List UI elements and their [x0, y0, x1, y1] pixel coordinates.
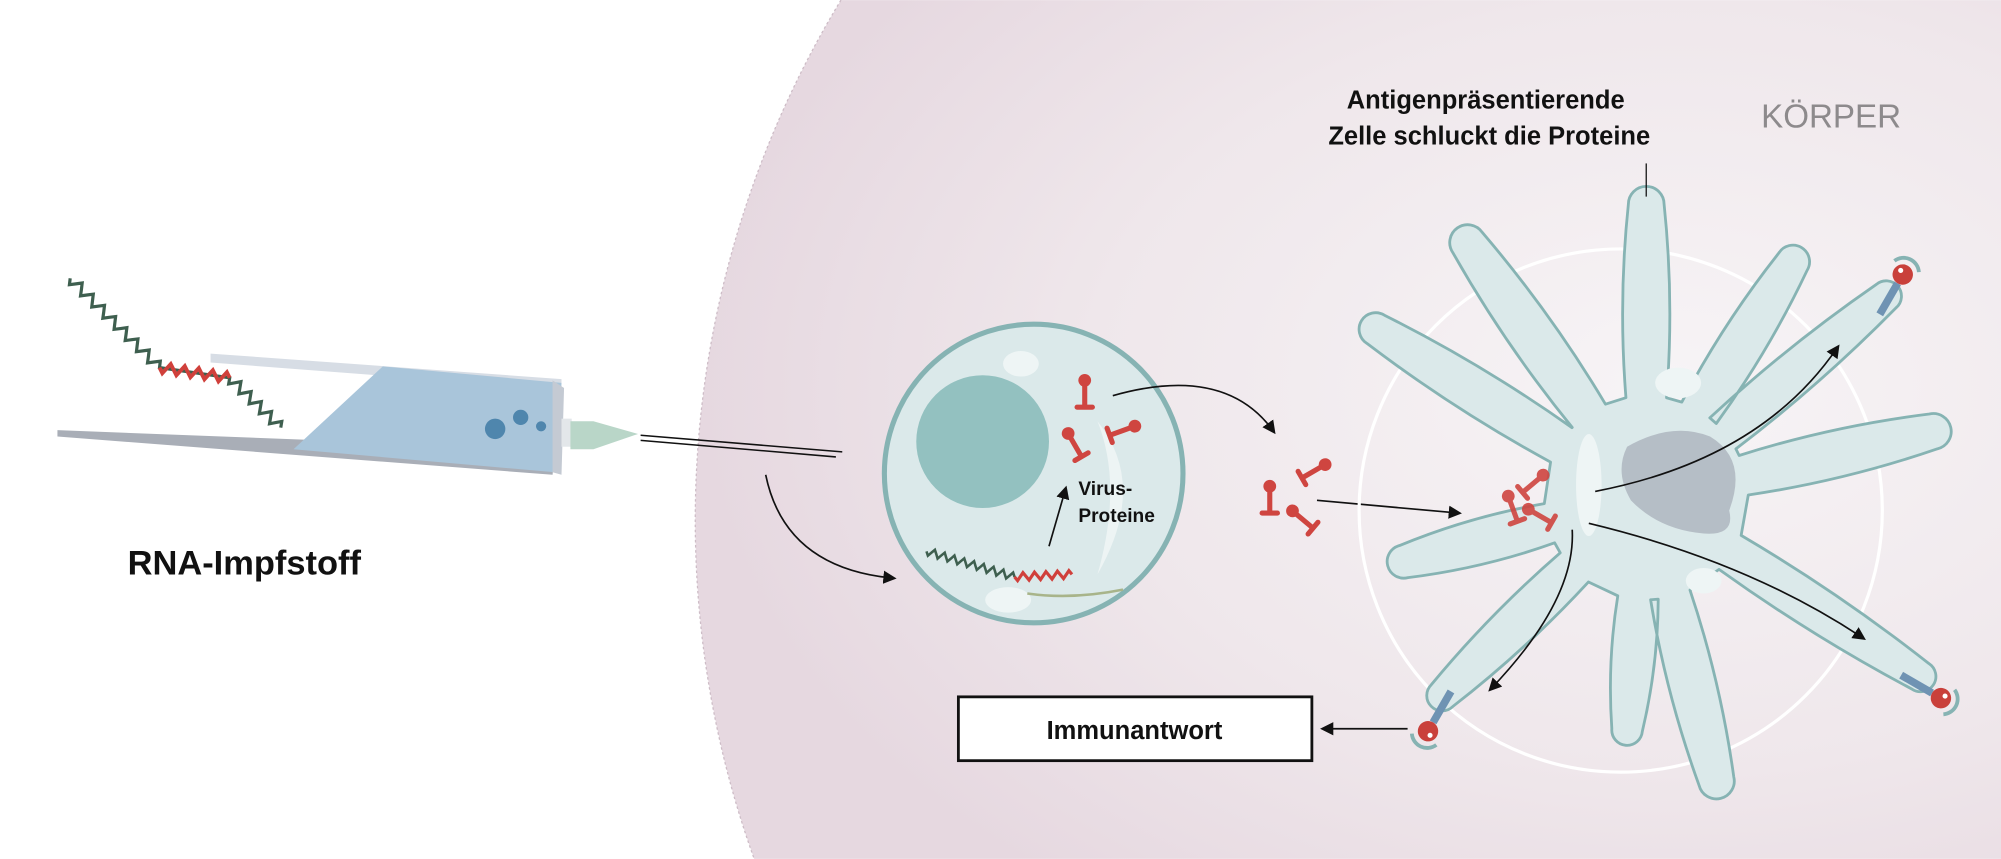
virus-proteins-label: Virus- Proteine [1078, 479, 1155, 527]
cell-nucleus [916, 375, 1049, 508]
rna-vaccine-label: RNA-Impfstoff [128, 544, 362, 582]
vaccine-liquid [293, 366, 562, 473]
arrow-to-apc [1316, 499, 1462, 519]
arrow-protein-export [1112, 384, 1276, 435]
apc-label: Antigenpräsentierende Zelle schluckt die… [1328, 87, 1650, 151]
apc-halo [1357, 247, 1884, 774]
arrow-injection [764, 474, 897, 584]
immune-response-box [956, 695, 1314, 763]
syringe [57, 353, 843, 475]
needle [640, 434, 843, 453]
immune-response-label: Immunantwort [1047, 717, 1223, 745]
body-label: KÖRPER [1761, 99, 1901, 136]
body-region-edge [694, 0, 842, 859]
rna-strand-coding [157, 360, 232, 385]
rna-strand [67, 278, 284, 428]
host-cell [881, 321, 1186, 626]
